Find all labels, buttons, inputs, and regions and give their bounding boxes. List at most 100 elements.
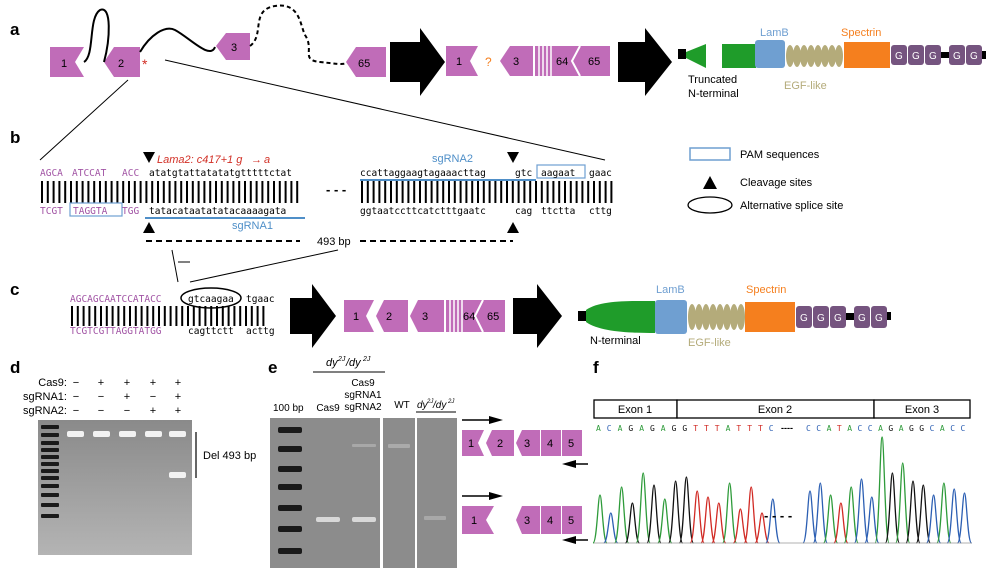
base-call: C <box>868 424 873 433</box>
exon-3-gene-label: 3 <box>231 42 237 54</box>
ladder-band <box>41 514 59 518</box>
zoom-line-c-right <box>189 249 339 283</box>
trace-peak <box>657 498 673 544</box>
seq-right-top-1: ccattaggaagtagaaacttag <box>360 168 486 179</box>
base-call: A <box>639 424 644 433</box>
legend-b: PAM sequences Cleavage sites Alternative… <box>687 147 843 214</box>
base-call: C <box>607 424 612 433</box>
base-call: G <box>672 424 677 433</box>
ladder-band <box>278 427 302 433</box>
ladder-e <box>278 427 302 554</box>
exon-1-gene: 1 <box>50 47 84 77</box>
gel-e-1 <box>270 418 380 568</box>
lane-combo-sgrna1: sgRNA1 <box>344 390 382 401</box>
sign-cell: − <box>124 405 130 417</box>
exon-c-65-label: 65 <box>487 311 499 323</box>
intron-line <box>139 27 216 53</box>
trace-peak <box>765 498 781 544</box>
seq-right-bot-1: ggtaatccttcatctttgaatc <box>360 206 486 217</box>
ladder-band <box>278 526 302 532</box>
base-call: A <box>827 424 832 433</box>
n-terminal-label-c: N-terminal <box>590 335 641 347</box>
trace-peak <box>721 482 738 544</box>
exon2-header: Exon 2 <box>758 404 792 416</box>
lane-dy-label-2: /dy <box>432 400 447 411</box>
ladder-band <box>278 446 302 452</box>
legend-splice-label: Alternative splice site <box>740 200 843 212</box>
seq-c-bot-magenta: TCGTCGTTAGGTATGG <box>70 326 162 337</box>
seq-right-bot-4: cttg <box>589 206 612 217</box>
base-call: A <box>878 424 883 433</box>
exon-c-64-label: 64 <box>463 311 475 323</box>
lane-cas9-label: Cas9 <box>316 403 340 414</box>
seq-right-bot-2: cag <box>515 206 532 217</box>
ladder-band <box>41 448 59 452</box>
trace-peak <box>689 490 705 544</box>
ladder-band <box>41 503 59 507</box>
p2-exon-1: 1 <box>471 515 477 527</box>
trace-peak <box>812 482 828 544</box>
exon-2-gene: 2 <box>104 47 140 77</box>
panel-e: e dy 2J /dy 2J Cas9 sgRNA1 sgRNA2 100 bp… <box>268 356 588 568</box>
exon-65-gene-label: 65 <box>358 58 370 70</box>
spectrin-label-a: Spectrin <box>841 27 881 39</box>
trace-peak <box>678 476 695 544</box>
g-domain-4-a: G <box>953 51 961 62</box>
trace-peak <box>802 490 818 544</box>
seq-left-bot-3: TGG <box>122 206 139 217</box>
trace-peak <box>843 486 859 544</box>
base-call: A <box>940 424 945 433</box>
arrow-c-1 <box>290 284 336 348</box>
ladder-band <box>41 455 59 459</box>
spectrin-label-c: Spectrin <box>746 284 786 296</box>
sign-cell: − <box>98 405 104 417</box>
panel-label-a: a <box>10 20 20 39</box>
trace-peak <box>667 480 684 544</box>
ladder-band <box>278 548 302 554</box>
transcript-exon-65-label: 65 <box>588 56 600 68</box>
cleavage-triangle-2-top <box>507 152 519 163</box>
g-domain-3-c: G <box>834 313 842 324</box>
base-call: A <box>618 424 623 433</box>
base-call: G <box>888 424 893 433</box>
exon3-header: Exon 3 <box>905 404 939 416</box>
panel-a: a 1 2 * 3 65 1 <box>10 4 986 161</box>
g-domain-1-c: G <box>800 313 808 324</box>
lane-dy-label-1: dy <box>417 400 429 411</box>
seq-right-top-3: aagaat <box>541 168 575 179</box>
cleavage-triangle-2-bottom <box>507 222 519 233</box>
trace-peak <box>732 508 749 544</box>
full-protein-c: N-terminal LamB EGF-like Spectrin G G G … <box>578 284 891 349</box>
mutation-target: a <box>264 154 270 166</box>
lane-combo-sgrna2: sgRNA2 <box>344 402 382 413</box>
g-domain-5-a: G <box>970 51 978 62</box>
cleavage-triangle-1-top <box>143 152 155 163</box>
legend-pam-label: PAM sequences <box>740 149 820 161</box>
exon-65-gene: 65 <box>346 47 386 77</box>
base-call: C <box>930 424 935 433</box>
ladder-band <box>278 466 302 472</box>
base-call: A <box>726 424 731 433</box>
trace-peak <box>635 472 651 544</box>
trace-peak <box>700 496 716 544</box>
row-label-sgrna2: sgRNA2: <box>23 405 67 417</box>
lane-ladder-label: 100 bp <box>273 403 304 414</box>
sign-cell: + <box>175 391 181 403</box>
ladder-band <box>41 484 59 488</box>
base-call: G <box>909 424 914 433</box>
mutation-label: Lama2: c417+1 g <box>157 154 243 166</box>
truncated-label: Truncated <box>688 74 737 86</box>
gel-d <box>38 420 192 555</box>
seq-left-bot-4: tatacataatatatacaaaagata <box>149 206 286 217</box>
intron-loop <box>83 8 110 63</box>
pam-box-1 <box>69 202 123 217</box>
del-label: Del 493 bp <box>203 450 256 462</box>
p2-exon-3: 3 <box>524 515 530 527</box>
seq-left-top-2: ATCCAT <box>72 168 107 179</box>
panel-label-b: b <box>10 128 20 147</box>
basepair-bars-c <box>71 306 265 326</box>
ladder-band <box>41 462 59 466</box>
cleavage-triangle-1-bottom <box>143 222 155 233</box>
